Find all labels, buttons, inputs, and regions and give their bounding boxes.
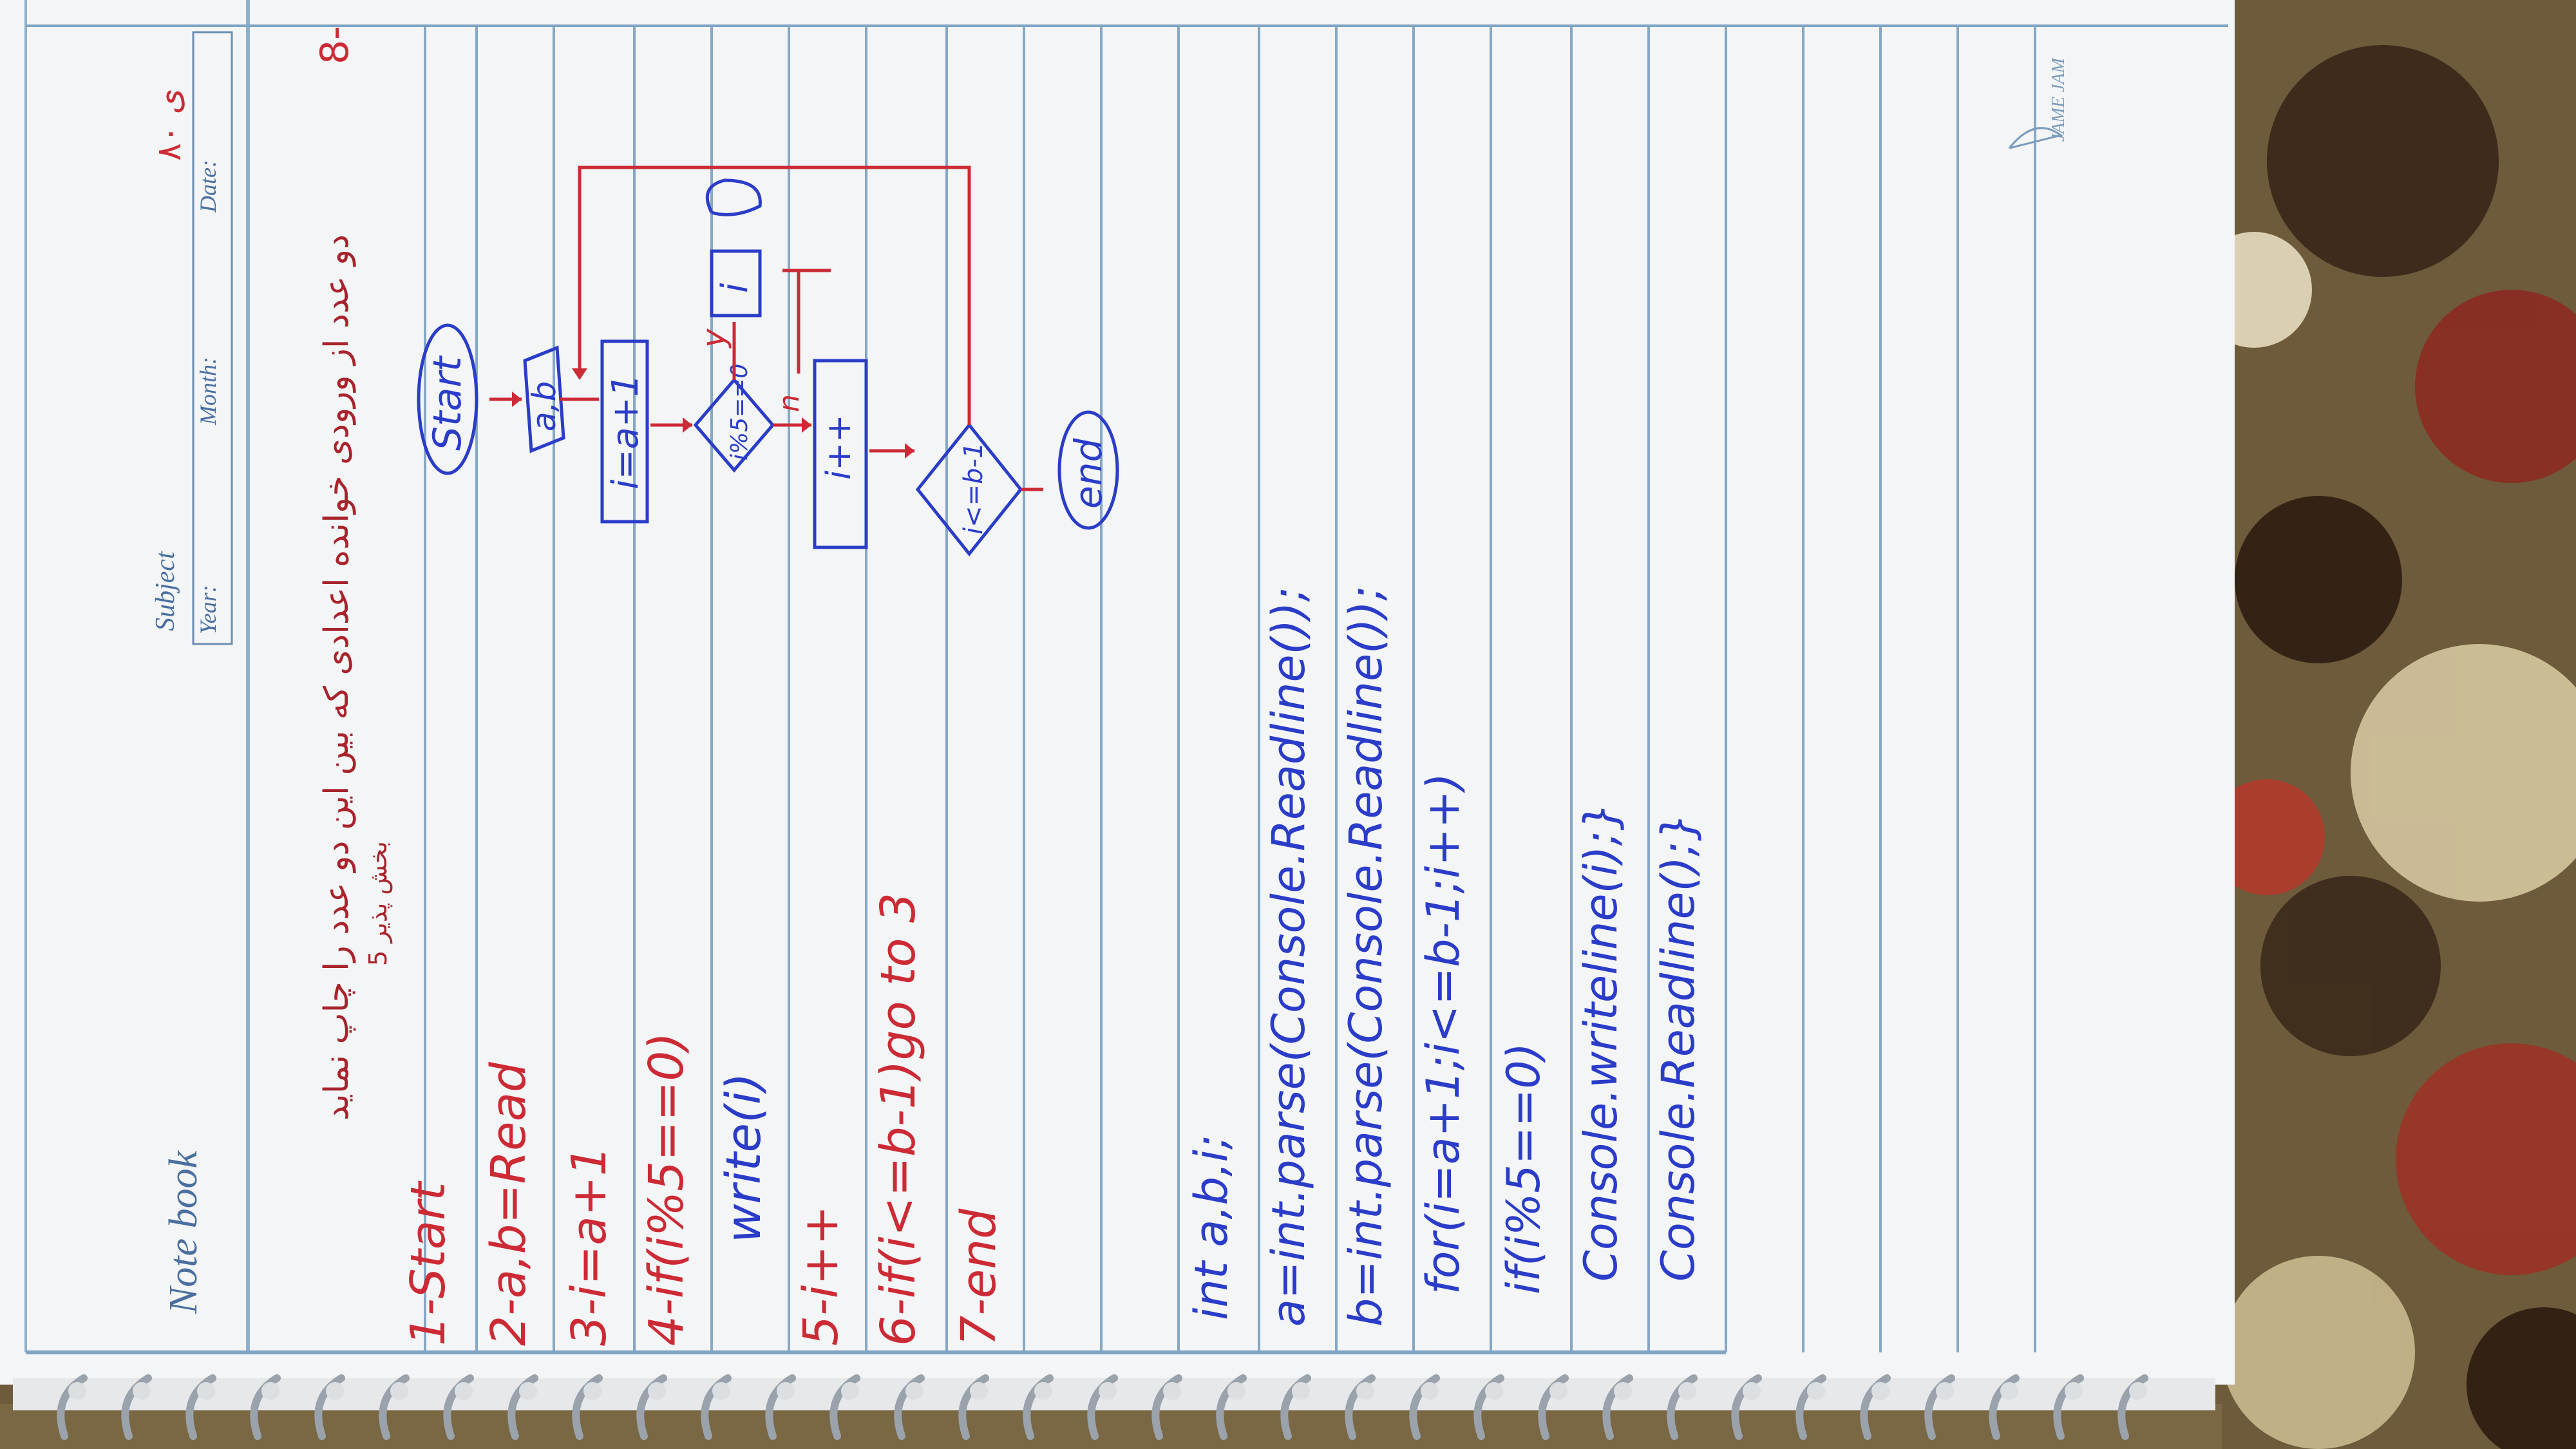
date-value: ۸۰ ی (150, 88, 189, 161)
code-lines: int a,b,i; a=int.parse(Console.Readline(… (1185, 585, 1705, 1327)
algorithm-step: 7-end (951, 1208, 1007, 1346)
flowchart-input-label: a,b (526, 381, 563, 431)
date-label: Date: (195, 160, 221, 213)
flowchart-end (1057, 410, 1119, 530)
question-tail: 5 بخش پذیر (364, 841, 393, 966)
notebook-page (0, 0, 2235, 1385)
subject-label: Subject (151, 551, 180, 631)
flowchart-start (417, 323, 478, 475)
year-label: Year: (195, 585, 221, 634)
flowchart: Start a,b i=a+1 i%5==0 y i n i++ i<=b-1 (417, 166, 1119, 557)
flowchart-increment-label: i++ (820, 414, 858, 480)
jamejam-logo: JAME JAM (2008, 57, 2069, 149)
flowchart-end-label: end (1066, 438, 1110, 509)
flowchart-increment (813, 359, 868, 549)
flowchart-condition-loop-label: i<=b-1 (959, 442, 989, 535)
algorithm-step: 2-a,b=Read (481, 1061, 536, 1346)
code-line: int a,b,i; (1185, 1135, 1238, 1320)
algorithm-step: 1-Start (401, 1180, 456, 1346)
code-line: a=int.parse(Console.Readline()); (1262, 587, 1315, 1327)
question-number: 8- (312, 26, 357, 64)
code-line: b=int.parse(Console.Readline()); (1340, 585, 1392, 1327)
flowchart-loop-arrow (578, 166, 971, 425)
binding-holes (68, 1382, 2147, 1400)
code-line: if(i%5==0) (1497, 1043, 1550, 1294)
flowchart-assign-label: i=a+1 (605, 374, 647, 489)
algorithm-step: 4-if(i%5==0) (639, 1032, 694, 1346)
algorithm-step: 5-i++ (793, 1206, 849, 1346)
flowchart-yes-label: y (695, 328, 732, 349)
flowchart-start-label: Start (425, 355, 470, 451)
code-line: Console.Readline();} (1652, 813, 1705, 1282)
flowchart-output-label: i (714, 283, 756, 293)
algorithm-step: 3-i=a+1 (562, 1146, 617, 1346)
code-line: for(i=a+1;i<=b-1;i++) (1417, 773, 1470, 1294)
algorithm-step: write(i) (716, 1073, 772, 1243)
ruled-lines (424, 26, 2036, 1352)
code-line: Console.writeline(i);} (1575, 802, 1627, 1282)
month-label: Month: (195, 357, 221, 426)
flowchart-assign (600, 339, 649, 524)
logo-text: JAME JAM (2049, 57, 2069, 142)
flowchart-input (523, 345, 565, 453)
flowchart-output (710, 249, 762, 317)
carpet-pattern (2196, 45, 2576, 1449)
algorithm-step: 6-if(i<=b-1)go to 3 (871, 893, 926, 1346)
algorithm-steps: 1-Start 2-a,b=Read 3-i=a+1 4-if(i%5==0) … (401, 893, 1007, 1346)
flowchart-no-label: n (773, 394, 806, 412)
flowchart-condition-mod-label: i%5==0 (726, 364, 753, 460)
question-text: دو عدد از ورودی خوانده اعدادی که بین این… (317, 234, 356, 1121)
brand-text: Note book (162, 1150, 205, 1314)
date-box (192, 31, 233, 645)
